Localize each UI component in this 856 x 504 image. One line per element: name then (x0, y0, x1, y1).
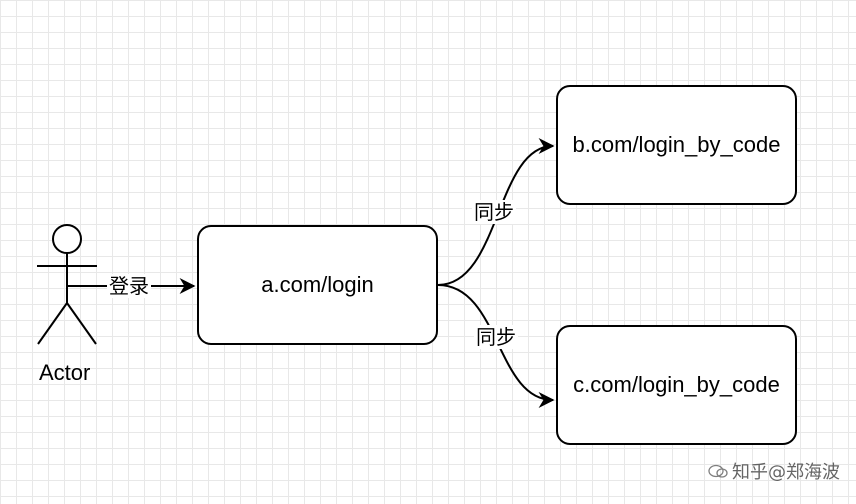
edge-label-sync-c: 同步 (474, 325, 518, 349)
actor-head (52, 224, 82, 254)
watermark: 知乎@郑海波 (708, 458, 840, 484)
node-c-label: c.com/login_by_code (573, 372, 780, 397)
actor-right-leg (66, 302, 97, 345)
edge-label-login: 登录 (107, 274, 151, 298)
edge-label-sync-b: 同步 (472, 200, 516, 224)
node-b-label: b.com/login_by_code (572, 132, 781, 157)
node-c-login-by-code[interactable]: c.com/login_by_code (556, 325, 797, 445)
node-a-label: a.com/login (261, 272, 374, 297)
watermark-text: 知乎@郑海波 (732, 462, 840, 483)
actor-left-leg (37, 302, 68, 345)
node-a-login[interactable]: a.com/login (197, 225, 438, 345)
actor-label: Actor (39, 360, 91, 385)
actor-figure[interactable] (37, 224, 97, 345)
node-b-login-by-code[interactable]: b.com/login_by_code (556, 85, 797, 205)
wechat-icon (708, 464, 728, 478)
